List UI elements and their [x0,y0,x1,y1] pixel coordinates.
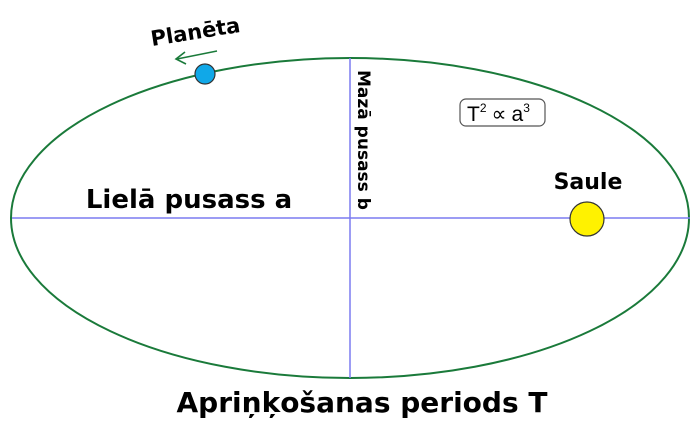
minor-axis-label: Mazā pusass b [353,70,373,210]
major-axis-label: Lielā pusass a [86,185,292,215]
period-label: Apriņķošanas periods T [177,386,548,419]
planet [194,63,216,85]
svg-text:T2∝a3: T2∝a3 [467,101,530,126]
sun [569,201,605,237]
planet-label: Planēta [149,13,242,51]
kepler-formula: T2∝a3 [459,98,546,127]
direction-arrow-icon [174,50,218,65]
sun-label: Saule [554,170,623,195]
